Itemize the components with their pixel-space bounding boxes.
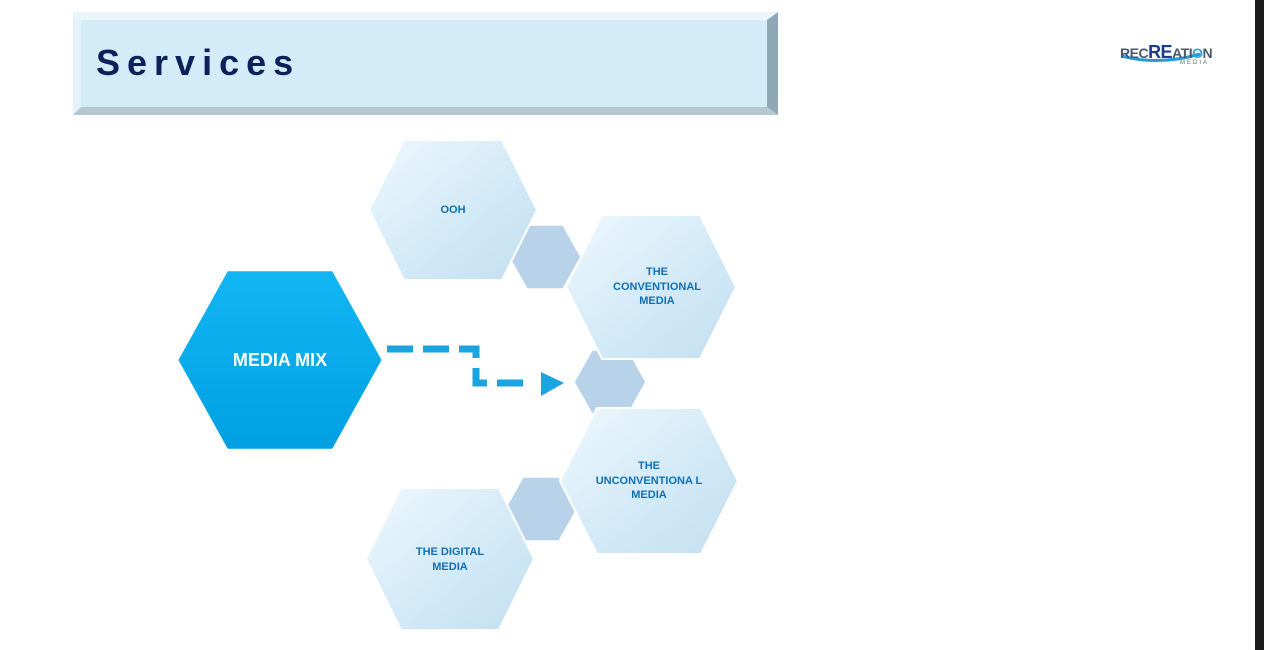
logo-wordmark: RECREATION bbox=[1120, 42, 1213, 63]
node-label-unconventional: THE UNCONVENTIONA L MEDIA bbox=[595, 459, 703, 502]
title-banner bbox=[73, 12, 778, 115]
dashed-arrow-line bbox=[387, 345, 532, 387]
connector-hex-2 bbox=[573, 349, 647, 415]
hex-node-digital bbox=[364, 487, 536, 631]
logo-word-highlight: RE bbox=[1148, 42, 1173, 62]
logo-subtitle: MEDIA bbox=[1180, 60, 1210, 66]
logo-word-o: O bbox=[1192, 45, 1203, 61]
hex-node-unconventional bbox=[558, 407, 740, 555]
logo-word-prefix: REC bbox=[1120, 45, 1149, 61]
dashed-arrow bbox=[387, 345, 564, 396]
node-label-ooh: OOH bbox=[440, 203, 466, 216]
hex-node-conventional bbox=[564, 214, 738, 360]
logo-word-mid: ATI bbox=[1172, 45, 1193, 61]
hex-node-ooh bbox=[367, 139, 539, 281]
title-banner-bevel bbox=[73, 12, 778, 115]
dashed-arrow-head bbox=[541, 372, 564, 396]
node-label-conventional: THE CONVENTIONAL MEDIA bbox=[613, 265, 701, 308]
page-title: Services bbox=[96, 42, 301, 83]
hex-node-media-mix bbox=[175, 268, 385, 452]
logo-swoosh-icon bbox=[1121, 52, 1201, 63]
logo-word-suffix: N bbox=[1202, 45, 1213, 61]
node-label-digital: THE DIGITAL MEDIA bbox=[415, 546, 485, 573]
brand-logo: RECREATION MEDIA bbox=[1118, 40, 1228, 72]
node-label-media-mix: MEDIA MIX bbox=[232, 349, 328, 370]
window-edge-bar bbox=[1255, 0, 1264, 650]
